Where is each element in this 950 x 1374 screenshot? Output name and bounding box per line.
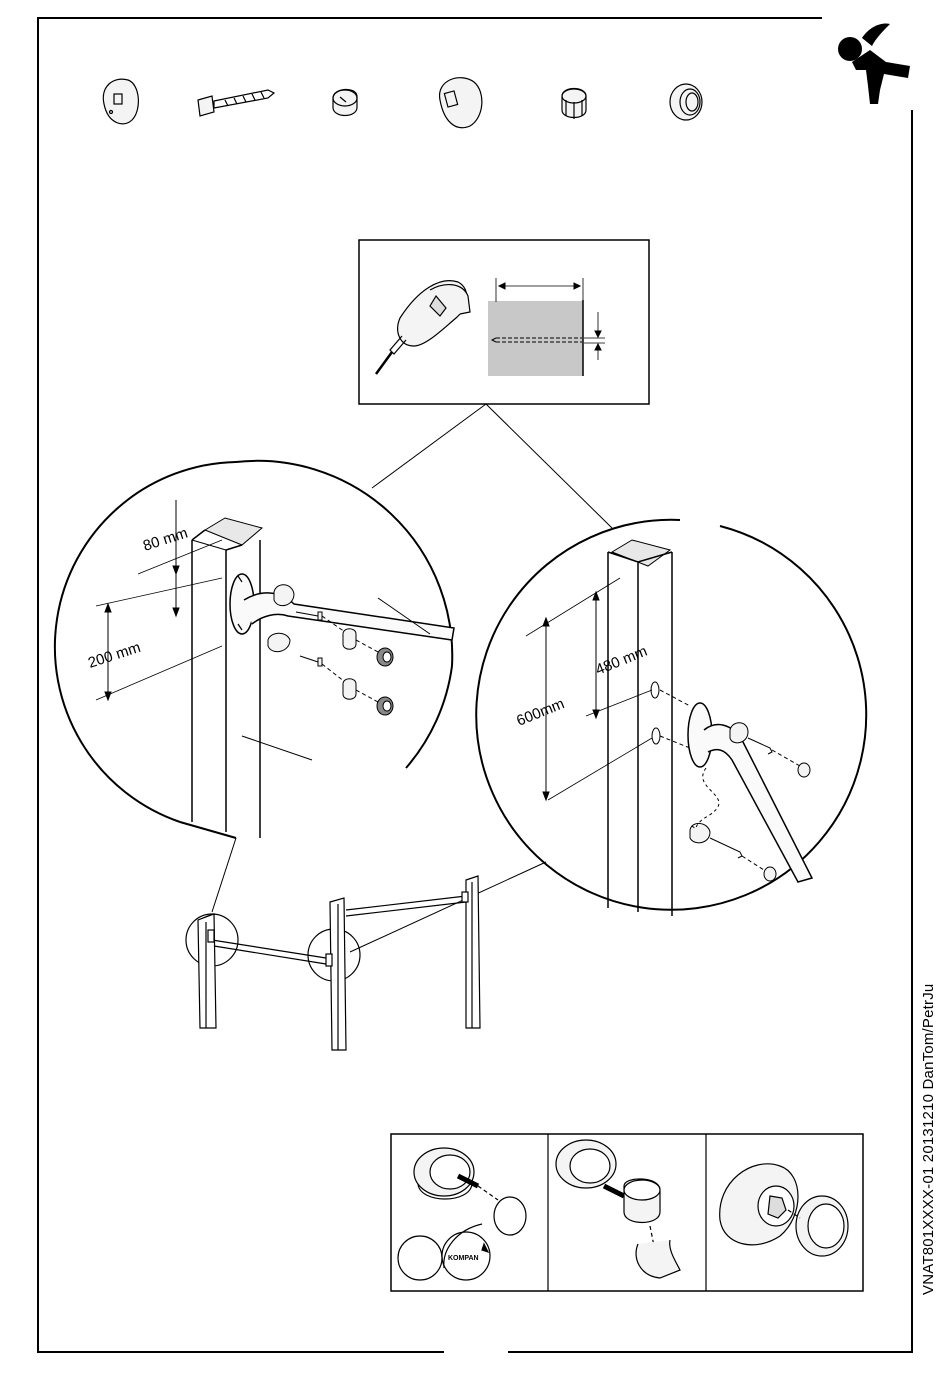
overview-assembly [186, 876, 480, 1050]
drill-detail-box [359, 240, 649, 404]
kompan-figure-logo [838, 24, 910, 104]
dim-top-label: 80 mm [141, 524, 190, 554]
cap-remove-step: KOMPAN [398, 1148, 526, 1280]
brand-label: KOMPAN [448, 1255, 479, 1262]
bracket-disc-icon [440, 78, 482, 128]
dim-inner-label: 480 mm [593, 643, 650, 679]
caps-panel: KOMPAN [391, 1134, 863, 1291]
parts-row [103, 78, 702, 128]
lag-screw-icon [198, 90, 274, 116]
page-frame [38, 18, 912, 1352]
sleeve-nut-icon [562, 89, 586, 120]
sleeve-insert-step [556, 1140, 680, 1278]
dim-span-label: 200 mm [86, 639, 143, 672]
drill-icon [376, 281, 470, 374]
wall-disc-icon [103, 79, 138, 124]
document-code: VNAT801XXXX-01 20131210 DanTom/PetrJu [920, 955, 944, 1295]
dim-outer-label: 600mm [514, 695, 567, 730]
nut-cap-icon [333, 89, 357, 115]
cap-fit-step [720, 1164, 848, 1256]
plug-cap-icon [670, 84, 702, 120]
